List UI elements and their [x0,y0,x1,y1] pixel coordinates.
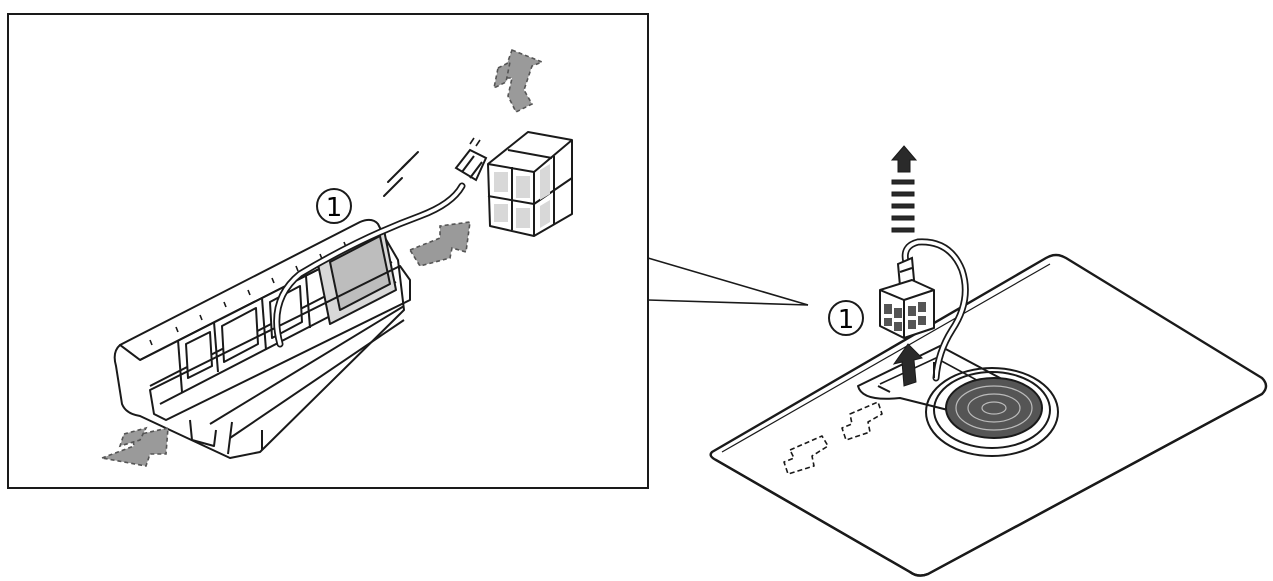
insert-arrow-icon [892,343,935,387]
cable-overview [901,238,969,382]
air-mid-arrow-icon [408,221,471,267]
fan-vent [925,367,1059,457]
filter-module-overview [879,279,935,339]
motion-lines [383,151,419,197]
cooking-zone-marks [783,401,883,475]
filter-housing [113,218,411,459]
overview-callout-number: 1 [838,305,855,335]
filter-cube [487,131,573,237]
plug-detail [454,137,488,182]
detail-callout-number: 1 [326,193,343,223]
lift-arrow-icon [890,145,918,233]
air-in-arrow-icon [99,426,169,467]
hob-overview [709,253,1268,577]
cable-detail [273,182,466,348]
air-out-arrow-icon [492,48,545,114]
overview-callout-1: 1 [828,300,864,336]
detail-callout-1: 1 [316,188,352,224]
zoom-connector [647,257,809,306]
